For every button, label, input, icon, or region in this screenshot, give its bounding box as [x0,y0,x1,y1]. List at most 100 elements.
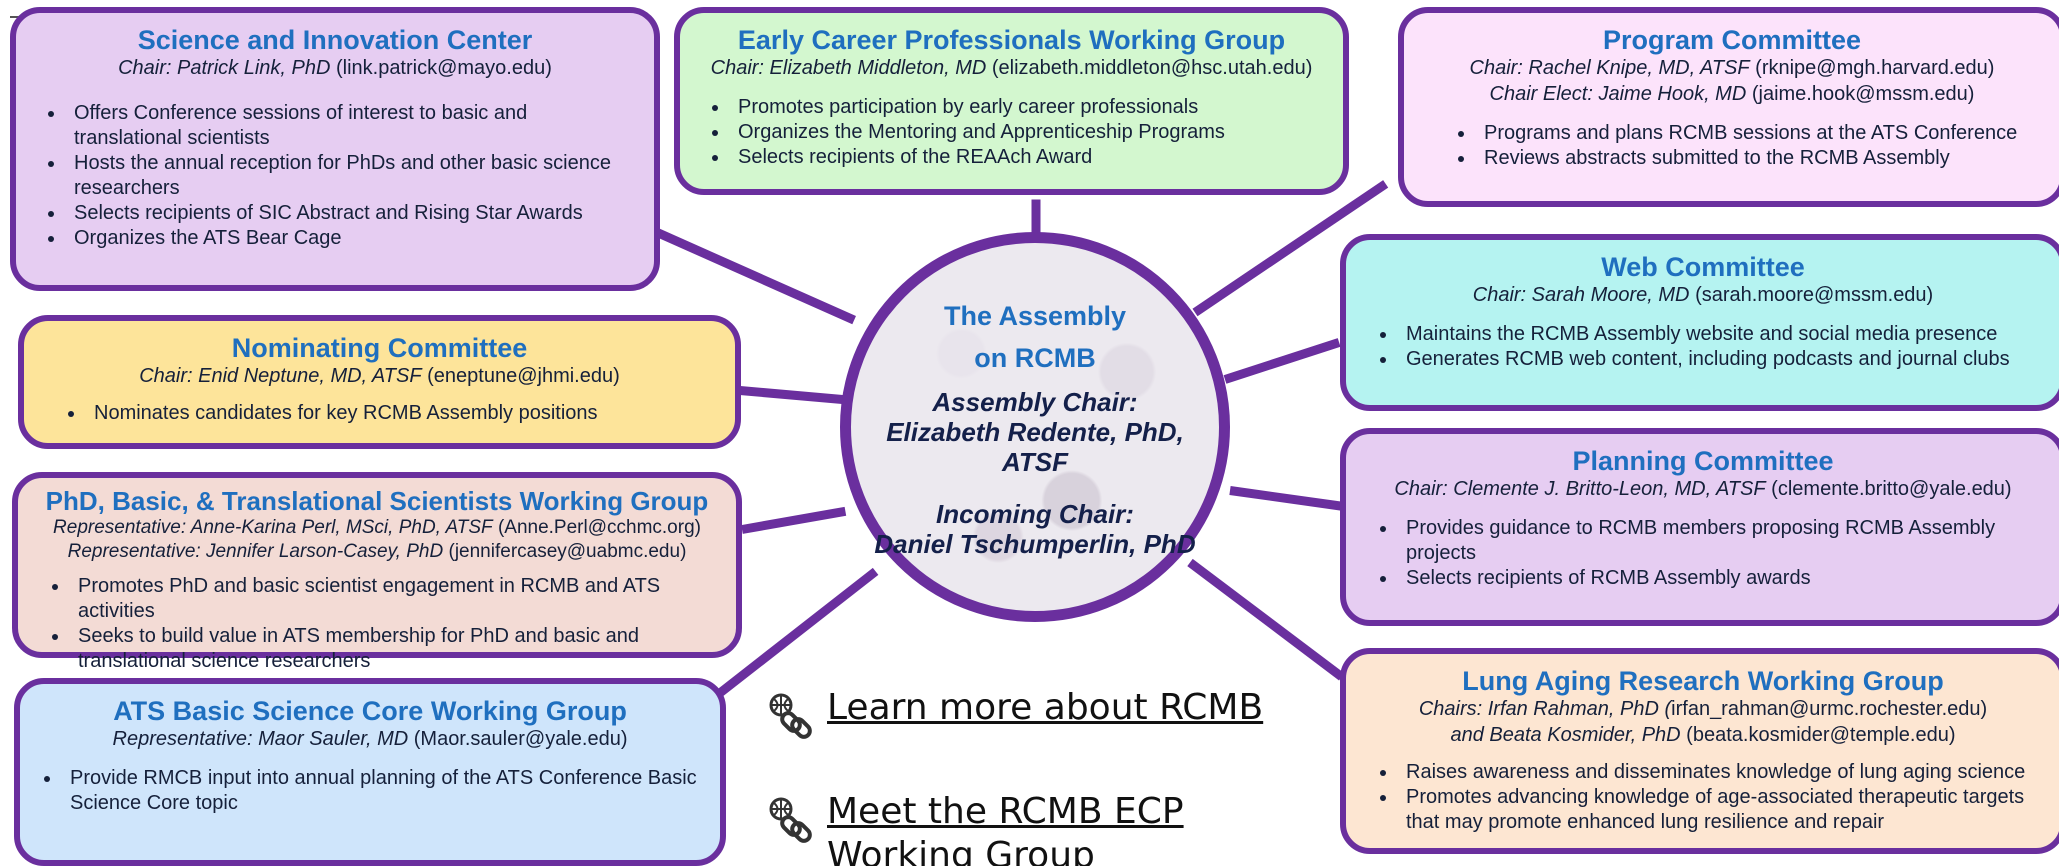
chair-name: Chair: Rachel Knipe, MD, ATSF [1469,57,1750,79]
representative-name: Representative: Maor Sauler, MD [112,728,409,750]
box-representative: Representative: Maor Sauler, MD (Maor.sa… [42,726,698,752]
list-item: Selects recipients of the REAAch Award [730,145,1321,170]
connector-web [1223,338,1341,384]
representative-email: (jennifercasey@uabmc.edu) [443,541,687,562]
box-chair: Chair: Patrick Link, PhD (link.patrick@m… [38,55,632,81]
chair-name: and Beata Kosmider, PhD [1450,724,1681,746]
list-item: Maintains the RCMB Assembly website and … [1398,322,2038,347]
chair-email: (elizabeth.middleton@hsc.utah.edu) [986,57,1313,79]
hub-title-line1: The Assembly [943,301,1127,331]
representative-email: (Anne.Perl@cchmc.org) [492,517,701,538]
chair-elect-email: (jaime.hook@mssm.edu) [1746,83,1975,105]
box-chair: Chair: Sarah Moore, MD (sarah.moore@mssm… [1368,282,2038,308]
chair-email: (rknipe@mgh.harvard.edu) [1749,57,1995,79]
box-title: Science and Innovation Center [137,25,533,55]
chair-name: Chairs: Irfan Rahman, PhD ( [1418,698,1672,720]
list-item: Promotes participation by early career p… [730,95,1321,120]
box-chair: Chair: Elizabeth Middleton, MD (elizabet… [702,55,1321,81]
incoming-chair-label: Incoming Chair: [936,499,1134,529]
list-item: Selects recipients of RCMB Assembly awar… [1398,566,2038,591]
chair-email: (link.patrick@mayo.edu) [330,57,552,79]
connector-planning [1229,486,1345,511]
box-items: Programs and plans RCMB sessions at the … [1426,121,2038,171]
connector-lung [1187,558,1345,681]
box-title: ATS Basic Science Core Working Group [113,696,627,726]
list-item: Generates RCMB web content, including po… [1398,347,2038,372]
box-title: PhD, Basic, & Translational Scientists W… [45,486,709,516]
chair-name: Chair: Enid Neptune, MD, ATSF [139,365,422,387]
hub-title-line2: on RCMB [974,343,1096,373]
box-title: Planning Committee [1572,446,1834,476]
chair-name: Chair: Clemente J. Britto-Leon, MD, ATSF [1394,478,1766,500]
chair-name: Chair: Patrick Link, PhD [118,57,331,79]
list-item: Organizes the Mentoring and Apprenticesh… [730,120,1321,145]
representative-email: (Maor.sauler@yale.edu) [408,728,628,750]
connector-phd [741,506,847,534]
list-item: Promotes PhD and basic scientist engagem… [70,574,714,624]
box-chairs-2: and Beata Kosmider, PhD (beata.kosmider@… [1368,722,2038,748]
box-chairs-1: Chairs: Irfan Rahman, PhD (irfan_rahman@… [1368,696,2038,722]
chair-elect-name: Chair Elect: Jaime Hook, MD [1489,83,1747,105]
box-chair: Chair: Rachel Knipe, MD, ATSF (rknipe@mg… [1426,55,2038,81]
box-web-committee: Web Committee Chair: Sarah Moore, MD (sa… [1340,234,2059,411]
box-items: Raises awareness and disseminates knowle… [1368,760,2038,835]
box-items: Nominates candidates for key RCMB Assemb… [46,401,713,426]
box-title: Nominating Committee [231,333,528,363]
representative-name: Representative: Jennifer Larson-Casey, P… [67,541,444,562]
box-representative-1: Representative: Anne-Karina Perl, MSci, … [40,516,714,540]
chair-email: (beata.kosmider@temple.edu) [1680,724,1956,746]
box-items: Promotes PhD and basic scientist engagem… [40,574,714,674]
box-basic-science-core: ATS Basic Science Core Working Group Rep… [14,678,726,866]
box-items: Maintains the RCMB Assembly website and … [1368,322,2038,372]
chair-name: Chair: Sarah Moore, MD [1472,284,1690,306]
box-title: Web Committee [1601,252,1805,282]
connector-nominating [739,386,850,405]
box-title: Lung Aging Research Working Group [1462,666,1944,696]
chair-email: (eneptune@jhmi.edu) [421,365,620,387]
list-item: Nominates candidates for key RCMB Assemb… [86,401,713,426]
list-item: Raises awareness and disseminates knowle… [1398,760,2038,785]
list-item: Hosts the annual reception for PhDs and … [66,151,632,201]
box-chair: Chair: Clemente J. Britto-Leon, MD, ATSF… [1368,476,2038,502]
box-representative-2: Representative: Jennifer Larson-Casey, P… [40,540,714,564]
representative-name: Representative: Anne-Karina Perl, MSci, … [53,517,493,538]
assembly-chair-label: Assembly Chair: [932,387,1138,417]
assembly-chair-name: Elizabeth Redente, PhD, ATSF [886,417,1184,477]
box-title: Program Committee [1602,25,1862,55]
list-item: Programs and plans RCMB sessions at the … [1476,121,2038,146]
box-early-career-professionals: Early Career Professionals Working Group… [674,7,1349,195]
chair-email: (sarah.moore@mssm.edu) [1689,284,1934,306]
box-title: Early Career Professionals Working Group [737,25,1286,55]
box-science-innovation-center: Science and Innovation Center Chair: Pat… [10,7,660,291]
box-items: Provides guidance to RCMB members propos… [1368,516,2038,591]
incoming-chair-name: Daniel Tschumperlin, PhD [874,529,1196,559]
learn-more-link-text[interactable]: Learn more about RCMB [827,687,1264,728]
connector-sic [653,227,856,325]
list-item: Offers Conference sessions of interest t… [66,101,632,151]
chair-name: Chair: Elizabeth Middleton, MD [710,57,987,79]
list-item: Promotes advancing knowledge of age-asso… [1398,785,2038,835]
chair-email: (clemente.britto@yale.edu) [1765,478,2012,500]
box-items: Offers Conference sessions of interest t… [38,101,632,251]
list-item: Provides guidance to RCMB members propos… [1398,516,2038,566]
box-chair: Chair: Enid Neptune, MD, ATSF (eneptune@… [46,363,713,389]
list-item: Reviews abstracts submitted to the RCMB … [1476,146,2038,171]
box-phd-basic-translational: PhD, Basic, & Translational Scientists W… [12,472,742,672]
link-globe-icon [769,797,812,843]
link-globe-icon [769,693,812,739]
box-items: Promotes participation by early career p… [702,95,1321,170]
meet-ecp-link-text[interactable]: Meet the RCMB ECP Working Group [827,791,1184,866]
list-item: Organizes the ATS Bear Cage [66,226,632,251]
chair-email: irfan_rahman@urmc.rochester.edu) [1671,698,1988,720]
box-items: Provide RMCB input into annual planning … [42,766,698,816]
learn-more-link[interactable]: Learn more about RCMB [765,686,1263,740]
meet-ecp-link[interactable]: Meet the RCMB ECP Working Group [765,790,1325,866]
list-item: Selects recipients of SIC Abstract and R… [66,201,632,226]
list-item: Provide RMCB input into annual planning … [62,766,698,816]
box-planning-committee: Planning Committee Chair: Clemente J. Br… [1340,428,2059,626]
assembly-hub: The Assembly on RCMB Assembly Chair: Eli… [840,232,1230,622]
box-lung-aging-research: Lung Aging Research Working Group Chairs… [1340,648,2059,854]
box-program-committee: Program Committee Chair: Rachel Knipe, M… [1398,7,2059,207]
list-item: Seeks to build value in ATS membership f… [70,624,714,674]
box-chair-elect: Chair Elect: Jaime Hook, MD (jaime.hook@… [1426,81,2038,107]
